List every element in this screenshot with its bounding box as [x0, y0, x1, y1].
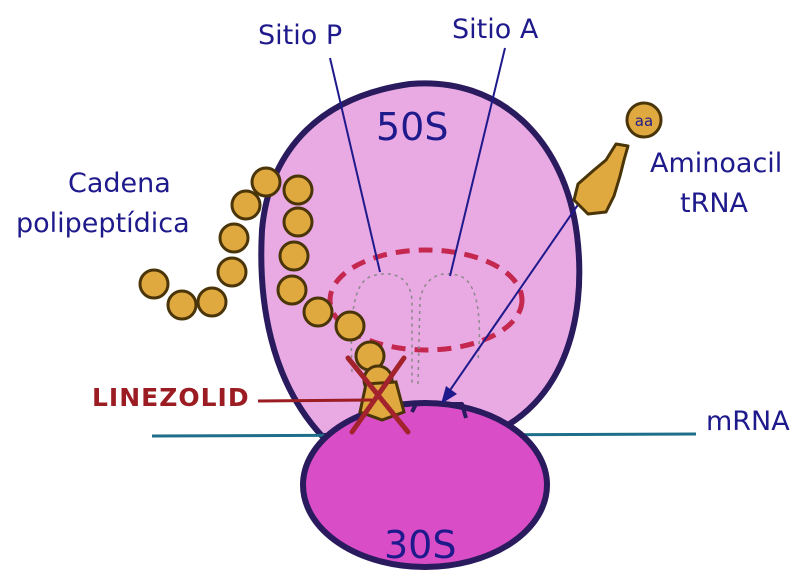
amino-acid-bead [284, 176, 312, 204]
subunit-50s-label: 50S [376, 105, 448, 149]
amino-acid-bead [218, 258, 246, 286]
amino-acid-bead [280, 242, 308, 270]
amino-acid-bead [252, 168, 280, 196]
amino-acid-bead [278, 276, 306, 304]
amino-acid-bead [140, 270, 168, 298]
amino-acid-bead [220, 224, 248, 252]
trna-body [574, 144, 628, 214]
amino-acid-bead [198, 288, 226, 316]
linezolid-label: LINEZOLID [92, 383, 250, 412]
mrna-label: mRNA [706, 406, 790, 437]
amino-acid-bead [304, 298, 332, 326]
amino-acid-bead [232, 191, 260, 219]
cadena-label-line2: polipeptídica [16, 208, 190, 239]
amino-acid-bead [336, 312, 364, 340]
cadena-label-line1: Cadena [68, 168, 171, 199]
subunit-30s-label: 30S [384, 523, 456, 567]
aa-label: aa [635, 112, 653, 130]
sitio-a-label: Sitio A [452, 14, 539, 45]
amino-acid-bead [168, 291, 196, 319]
aminoacil-label-line2: tRNA [680, 188, 749, 219]
sitio-p-label: Sitio P [258, 20, 342, 51]
amino-acid-bead [284, 208, 312, 236]
linezolid-pointer [258, 400, 372, 401]
aminoacil-label-line1: Aminoacil [650, 148, 782, 179]
